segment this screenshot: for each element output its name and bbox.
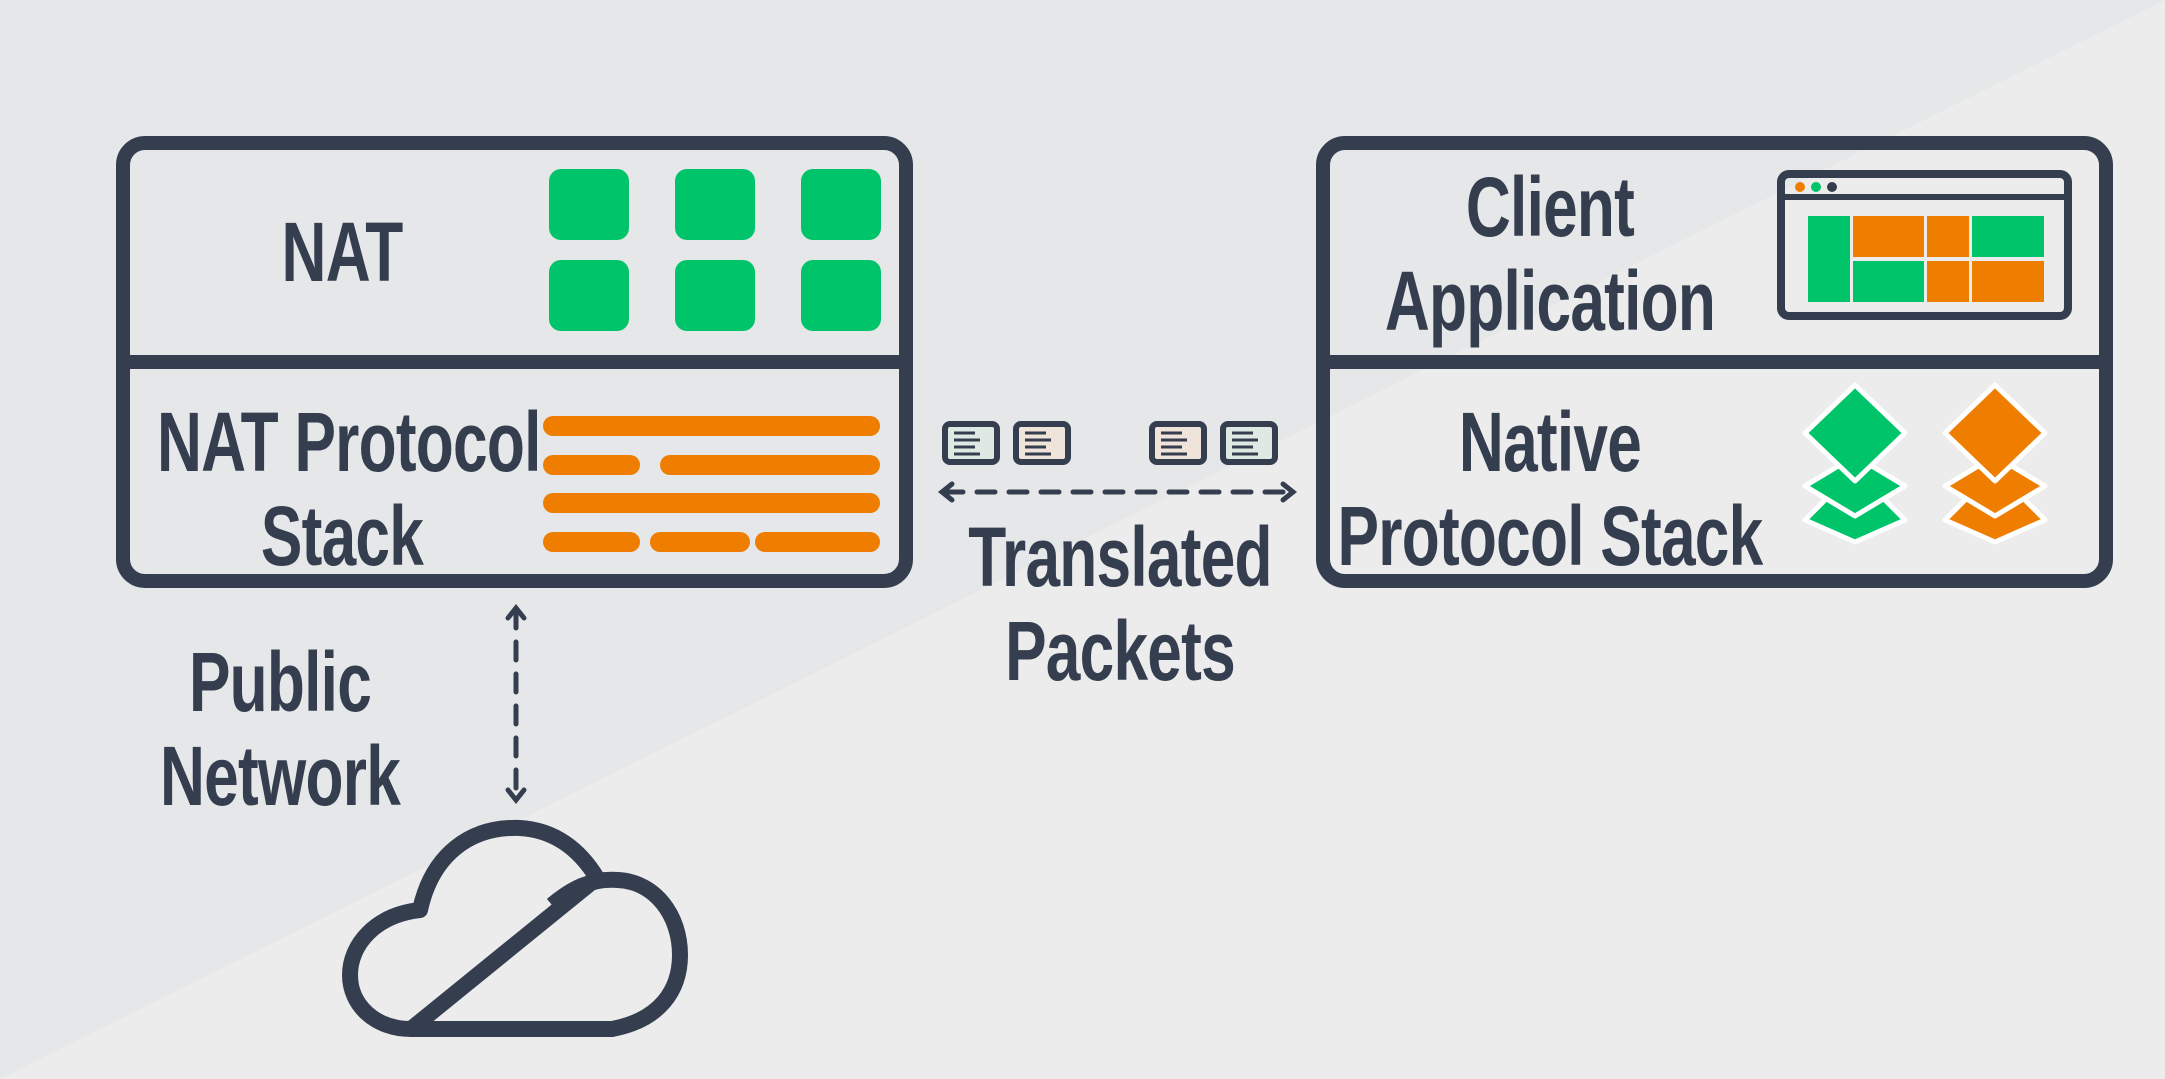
nat-box (116, 136, 913, 588)
green-layers-icon (1802, 382, 1908, 545)
packet-icons (942, 421, 1278, 465)
client-application-label: Client Application (1384, 160, 1716, 349)
orange-layers-icon (1942, 382, 2048, 545)
nat-label: NAT (281, 205, 404, 299)
public-network-label: Public Network (159, 635, 401, 824)
nat-stack-lines-icon (543, 416, 880, 552)
packet-icon (1149, 421, 1207, 465)
nat-module (549, 260, 629, 331)
public-network-arrow (505, 603, 527, 805)
nat-modules-grid (549, 169, 881, 331)
app-window-icon (1777, 170, 2072, 320)
native-protocol-stack-label: Native Protocol Stack (1337, 395, 1764, 584)
nat-module (801, 169, 881, 240)
translated-packets-label: Translated Packets (968, 510, 1272, 699)
nat-module (801, 260, 881, 331)
packet-icon (1013, 421, 1071, 465)
cloud-icon (342, 819, 688, 1037)
nat-module (549, 169, 629, 240)
nat-protocol-stack-label: NAT Protocol Stack (157, 395, 541, 584)
translated-packets-arrow (937, 481, 1298, 503)
client-box (1316, 136, 2113, 588)
nat-module (675, 260, 755, 331)
nat-module (675, 169, 755, 240)
packet-icon (942, 421, 1000, 465)
packet-icon (1220, 421, 1278, 465)
